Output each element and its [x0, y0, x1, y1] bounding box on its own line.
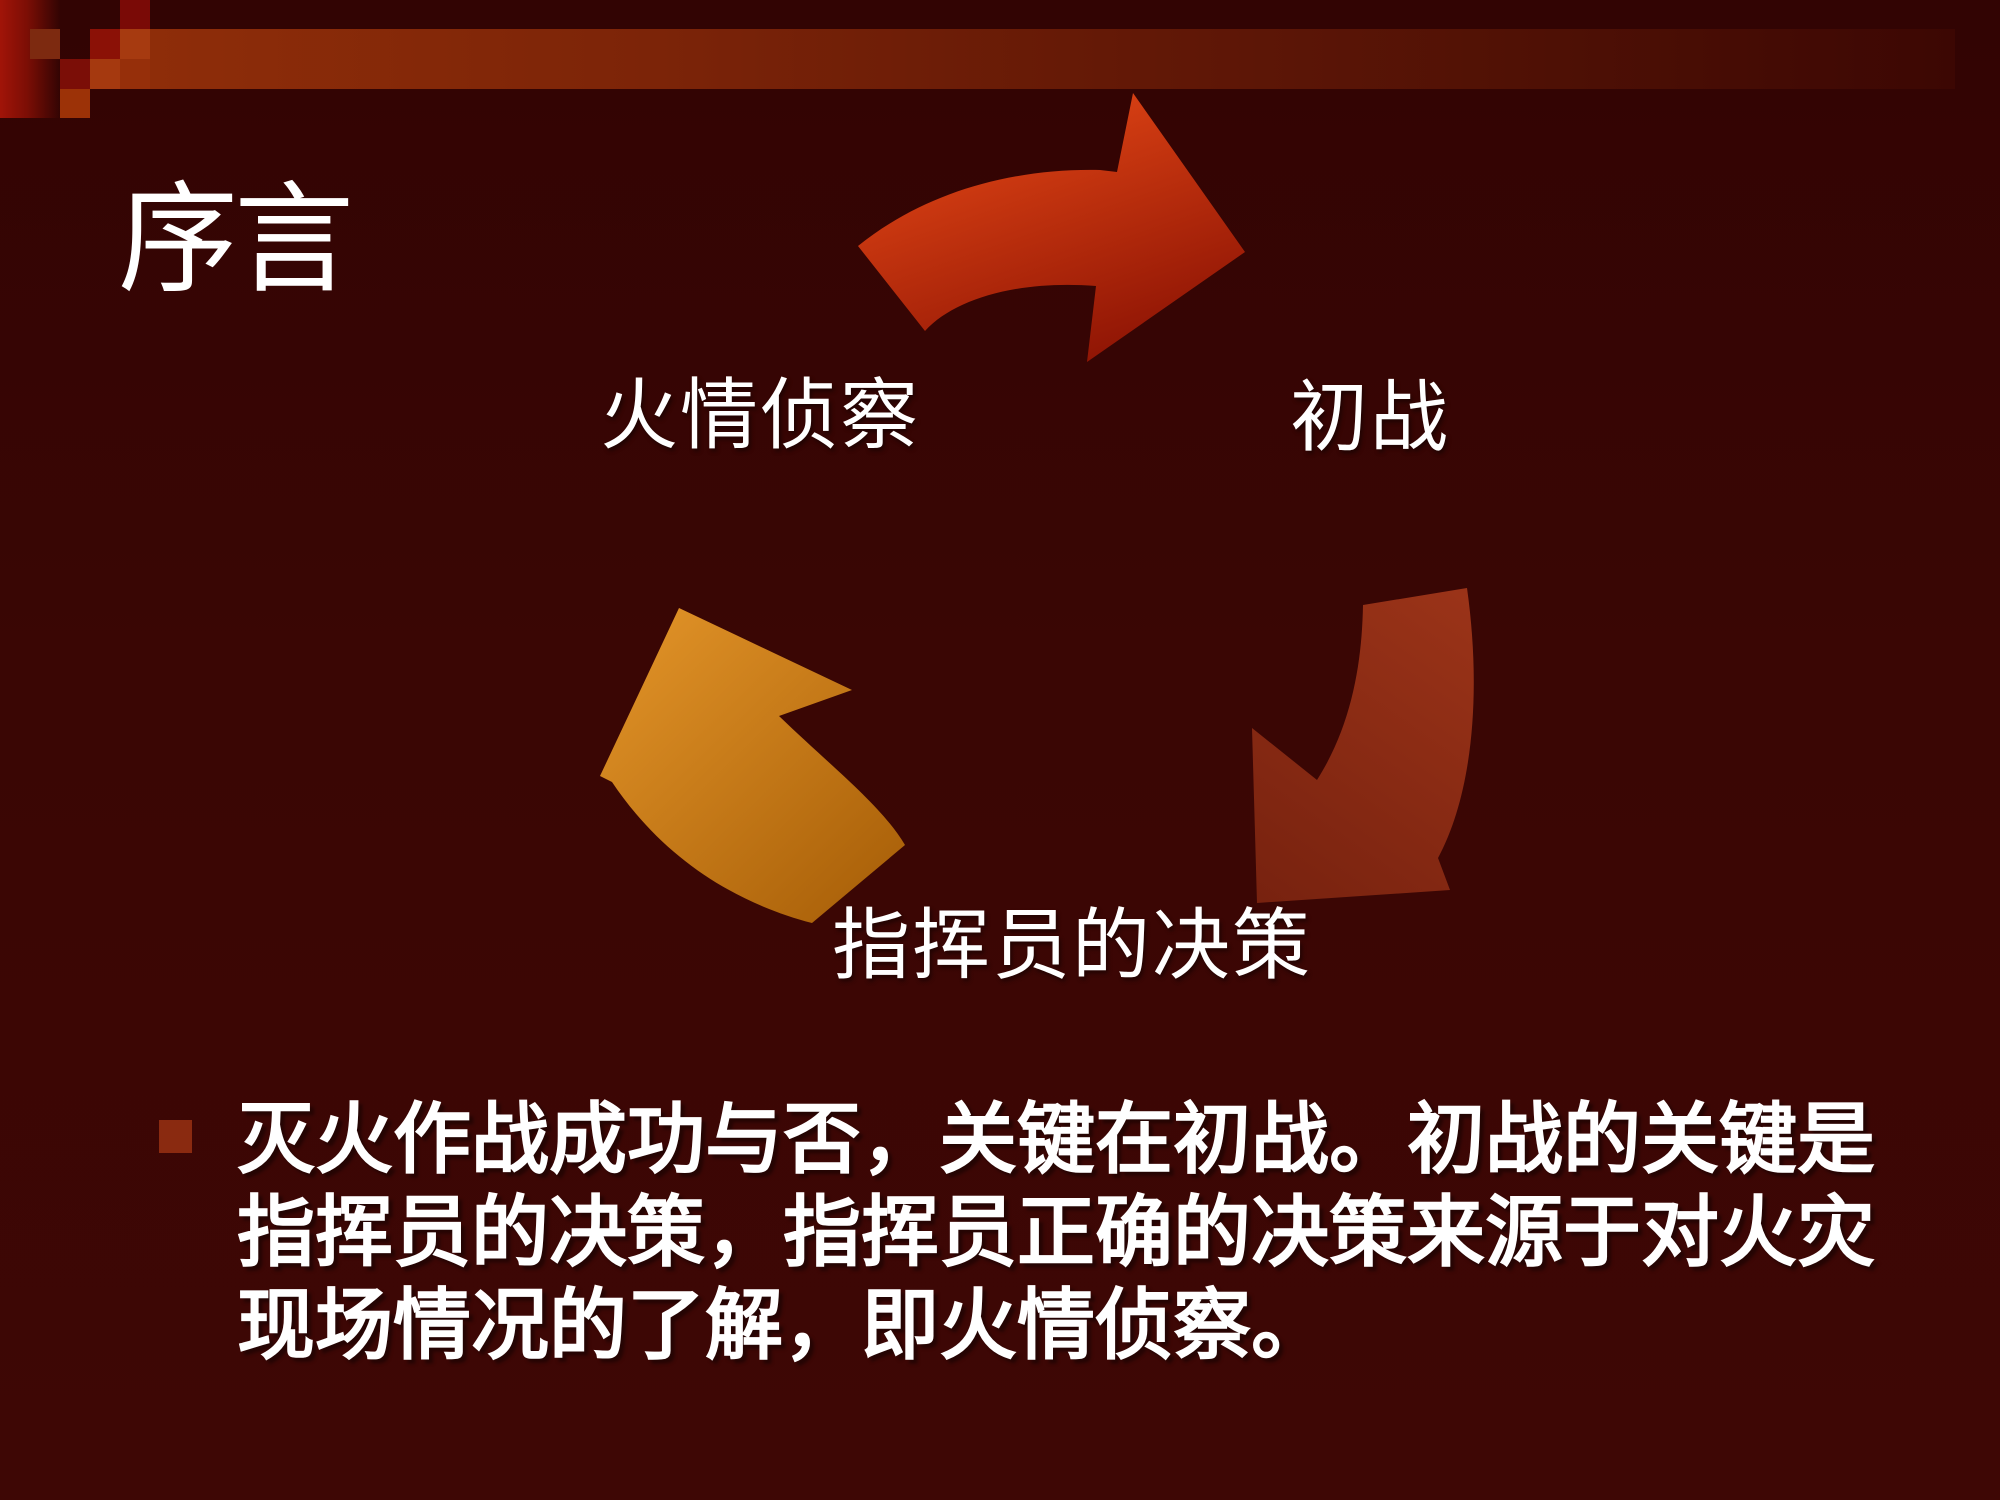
mosaic-cell: [90, 29, 120, 59]
mosaic-cell: [30, 29, 60, 59]
node-label-commander-decision: 指挥员的决策: [832, 901, 1313, 989]
cycle-arrow-top: [858, 93, 1245, 362]
cycle-arrow-right: [1252, 588, 1474, 903]
accent-bar: [150, 29, 1955, 89]
mosaic-cell: [60, 59, 90, 89]
node-label-initial-battle: 初战: [1290, 373, 1451, 461]
page-title: 序言: [118, 174, 354, 307]
bullet-marker: [159, 1120, 192, 1153]
mosaic-cell: [90, 59, 120, 89]
mosaic-cell: [120, 0, 150, 29]
corner-gradient-strip: [0, 0, 60, 118]
cycle-arrow-left: [600, 608, 905, 923]
mosaic-cell: [120, 59, 150, 89]
mosaic-cell: [120, 29, 150, 59]
mosaic-cell: [60, 89, 90, 118]
node-label-fire-reconnaissance: 火情侦察: [600, 371, 921, 459]
bullet-text: 灭火作战成功与否，关键在初战。初战的关键是指挥员的决策，指挥员正确的决策来源于对…: [237, 1096, 1876, 1369]
